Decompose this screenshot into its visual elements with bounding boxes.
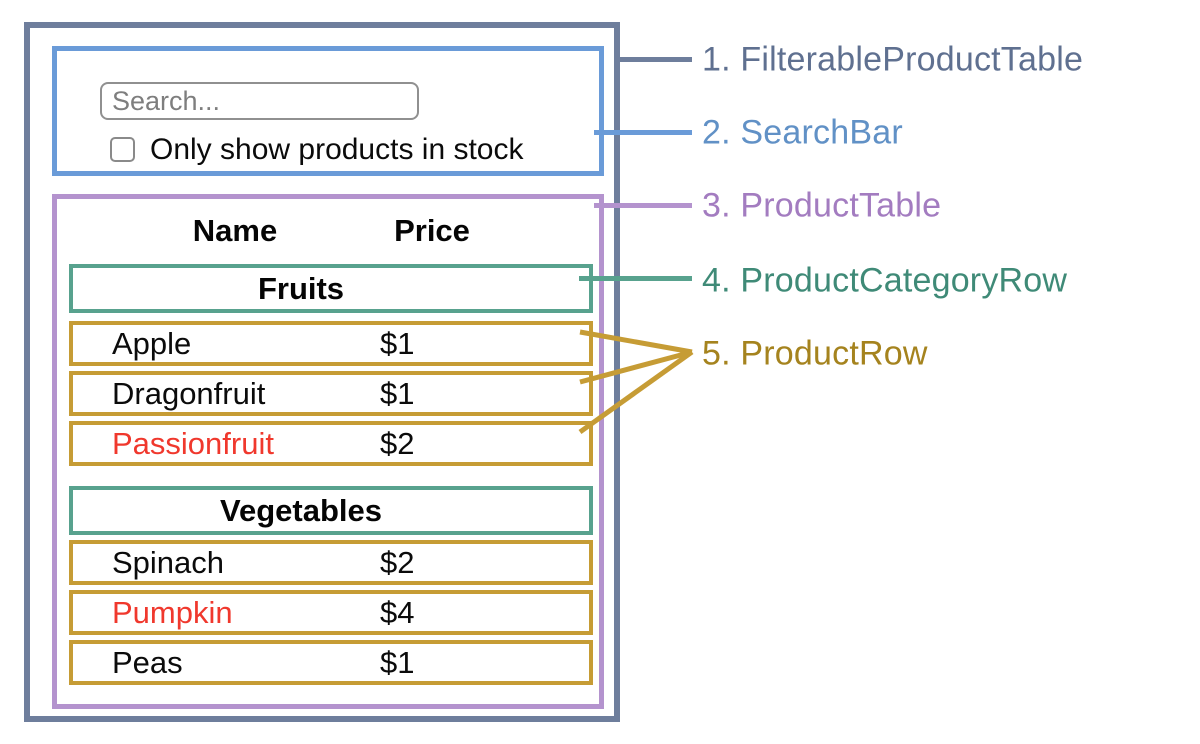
connector-filterable-product-table [616,57,692,62]
product-name-out-of-stock: Pumpkin [112,595,233,630]
product-price: $1 [380,376,415,411]
search-input[interactable] [100,82,419,120]
product-row-passionfruit: Passionfruit $2 [69,421,593,466]
product-row-peas: Peas $1 [69,640,593,685]
product-category-row-fruits: Fruits [69,264,593,313]
legend-item-filterable-product-table: 1. FilterableProductTable [702,40,1084,79]
product-price: $2 [380,426,415,461]
product-price: $2 [380,545,415,580]
in-stock-checkbox[interactable] [110,137,135,162]
connector-product-rows [578,329,694,435]
legend-item-product-table: 3. ProductTable [702,186,942,225]
connector-search-bar [594,130,692,135]
product-name-out-of-stock: Passionfruit [112,426,274,461]
product-row-spinach: Spinach $2 [69,540,593,585]
product-category-row-vegetables: Vegetables [69,486,593,535]
product-price: $1 [380,645,415,680]
product-row-dragonfruit: Dragonfruit $1 [69,371,593,416]
legend-item-search-bar: 2. SearchBar [702,113,903,152]
product-name: Apple [112,326,192,361]
connector-product-table [594,203,692,208]
category-label: Fruits [257,271,345,306]
product-name: Peas [112,645,183,680]
legend-item-product-category-row: 4. ProductCategoryRow [702,261,1068,300]
connector-product-category-row [579,276,692,281]
filterable-product-table-box: Only show products in stock Name Price F… [24,22,620,722]
product-table-box: Name Price Fruits Apple $1 Dragonfruit $… [52,194,604,709]
search-bar-box: Only show products in stock [52,46,604,176]
product-name: Dragonfruit [112,376,266,411]
in-stock-checkbox-label: Only show products in stock [150,133,524,166]
product-price: $4 [380,595,415,630]
column-header-price: Price [394,213,470,248]
product-row-apple: Apple $1 [69,321,593,366]
product-price: $1 [380,326,415,361]
product-row-pumpkin: Pumpkin $4 [69,590,593,635]
category-label: Vegetables [220,493,382,528]
product-name: Spinach [112,545,225,580]
column-header-name: Name [192,213,278,248]
legend-item-product-row: 5. ProductRow [702,334,928,373]
